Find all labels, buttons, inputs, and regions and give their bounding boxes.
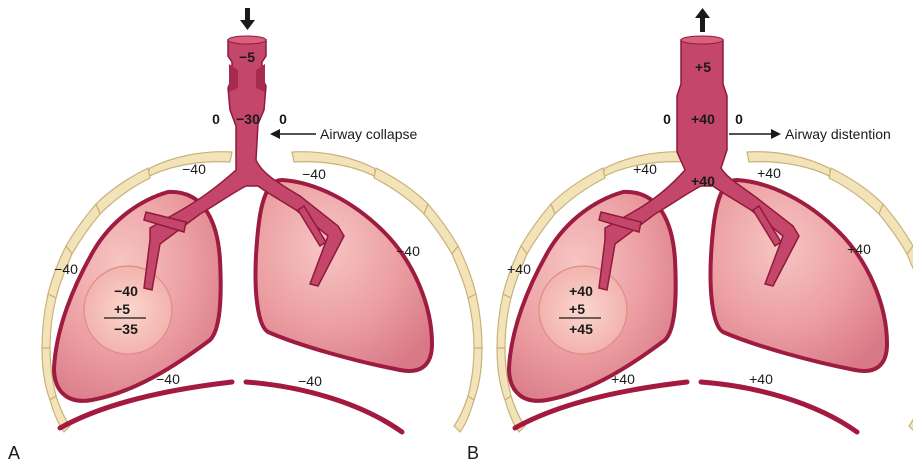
pleural-pressure-top-left: +40	[633, 161, 657, 177]
pleural-pressure-left: −40	[54, 261, 78, 277]
alveolar-pressure-value: −35	[114, 321, 138, 337]
diaphragm-pressure-left: −40	[156, 371, 180, 387]
alveolar-pleural-value: +40	[569, 283, 593, 299]
annotation-label: Airway collapse	[320, 126, 417, 142]
trachea-pressure: +5	[695, 59, 711, 75]
annotation-label: Airway distention	[785, 126, 891, 142]
annotation-arrow-icon	[729, 129, 781, 139]
inflow-arrow-icon	[240, 8, 255, 30]
pleural-pressure-left: +40	[507, 261, 531, 277]
trachea-pressure: −5	[239, 49, 255, 65]
panel-b: +5 0 +40 0 Airway distention +40 +40 +40…	[467, 8, 913, 463]
pleural-pressure-right: −40	[396, 243, 420, 259]
pleural-pressure-top-right: −40	[302, 166, 326, 182]
airway-outside-left: 0	[212, 111, 220, 127]
diaphragm-pressure-left: +40	[611, 371, 635, 387]
diaphragm-pressure-right: +40	[749, 371, 773, 387]
pleural-pressure-top-left: −40	[182, 161, 206, 177]
pleural-pressure-top-right: +40	[757, 165, 781, 181]
annotation-arrow-icon	[270, 129, 316, 139]
bronchus-pressure: +40	[691, 173, 715, 189]
airway-pressure: −30	[236, 111, 260, 127]
airway-pressure: +40	[691, 111, 715, 127]
diaphragm-right	[701, 382, 857, 432]
airway-outside-left: 0	[663, 111, 671, 127]
alveolar-pressure-value: +45	[569, 321, 593, 337]
alveolar-recoil-value: +5	[114, 301, 130, 317]
right-lung	[711, 180, 888, 371]
right-lung	[256, 180, 433, 371]
pleural-pressure-right: +40	[847, 241, 871, 257]
panel-label-a: A	[8, 443, 20, 463]
airway-outside-right: 0	[279, 111, 287, 127]
panel-a: −5 0 −30 0 Airway collapse −40 −40 −40 −…	[8, 8, 482, 463]
outflow-arrow-icon	[695, 8, 710, 32]
alveolar-recoil-value: +5	[569, 301, 585, 317]
diaphragm-pressure-right: −40	[298, 373, 322, 389]
airway-outside-right: 0	[735, 111, 743, 127]
diaphragm-right	[246, 382, 402, 432]
alveolar-pleural-value: −40	[114, 283, 138, 299]
panel-label-b: B	[467, 443, 479, 463]
